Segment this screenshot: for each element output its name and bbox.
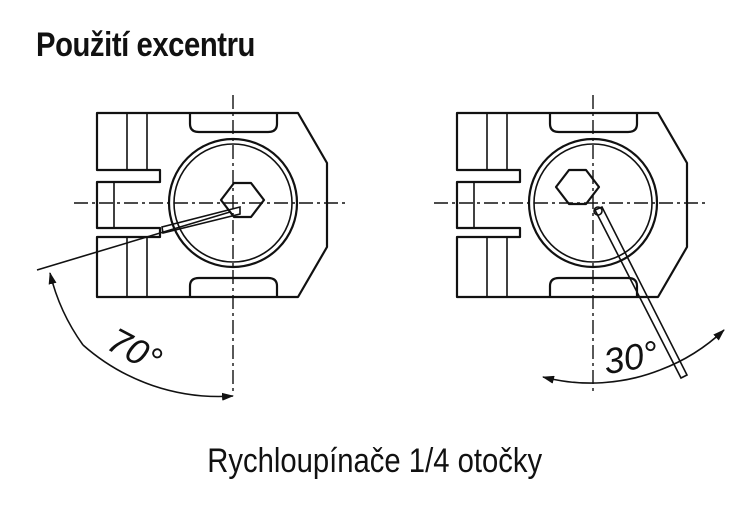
angle-label-30: 30° xyxy=(600,332,661,382)
eccentric-usage-drawing: 70° 30° xyxy=(36,95,725,401)
hex-socket xyxy=(219,181,266,219)
diagram-caption: Rychloupínače 1/4 otočky xyxy=(0,442,750,481)
angle-arc-70 xyxy=(82,344,234,401)
caption-text: Rychloupínače 1/4 otočky xyxy=(207,442,543,480)
hex-socket xyxy=(554,168,601,206)
clamp-housing-outline xyxy=(455,111,689,299)
angle-arc-30 xyxy=(542,369,661,384)
clamp-housing-outline xyxy=(95,111,329,299)
diagram-title: Použití excentru xyxy=(36,26,255,64)
eccentric-lever xyxy=(161,205,241,234)
clamp-view-30: 30° xyxy=(434,95,725,395)
angle-label-70: 70° xyxy=(101,319,168,381)
clamp-view-70: 70° xyxy=(36,95,345,401)
